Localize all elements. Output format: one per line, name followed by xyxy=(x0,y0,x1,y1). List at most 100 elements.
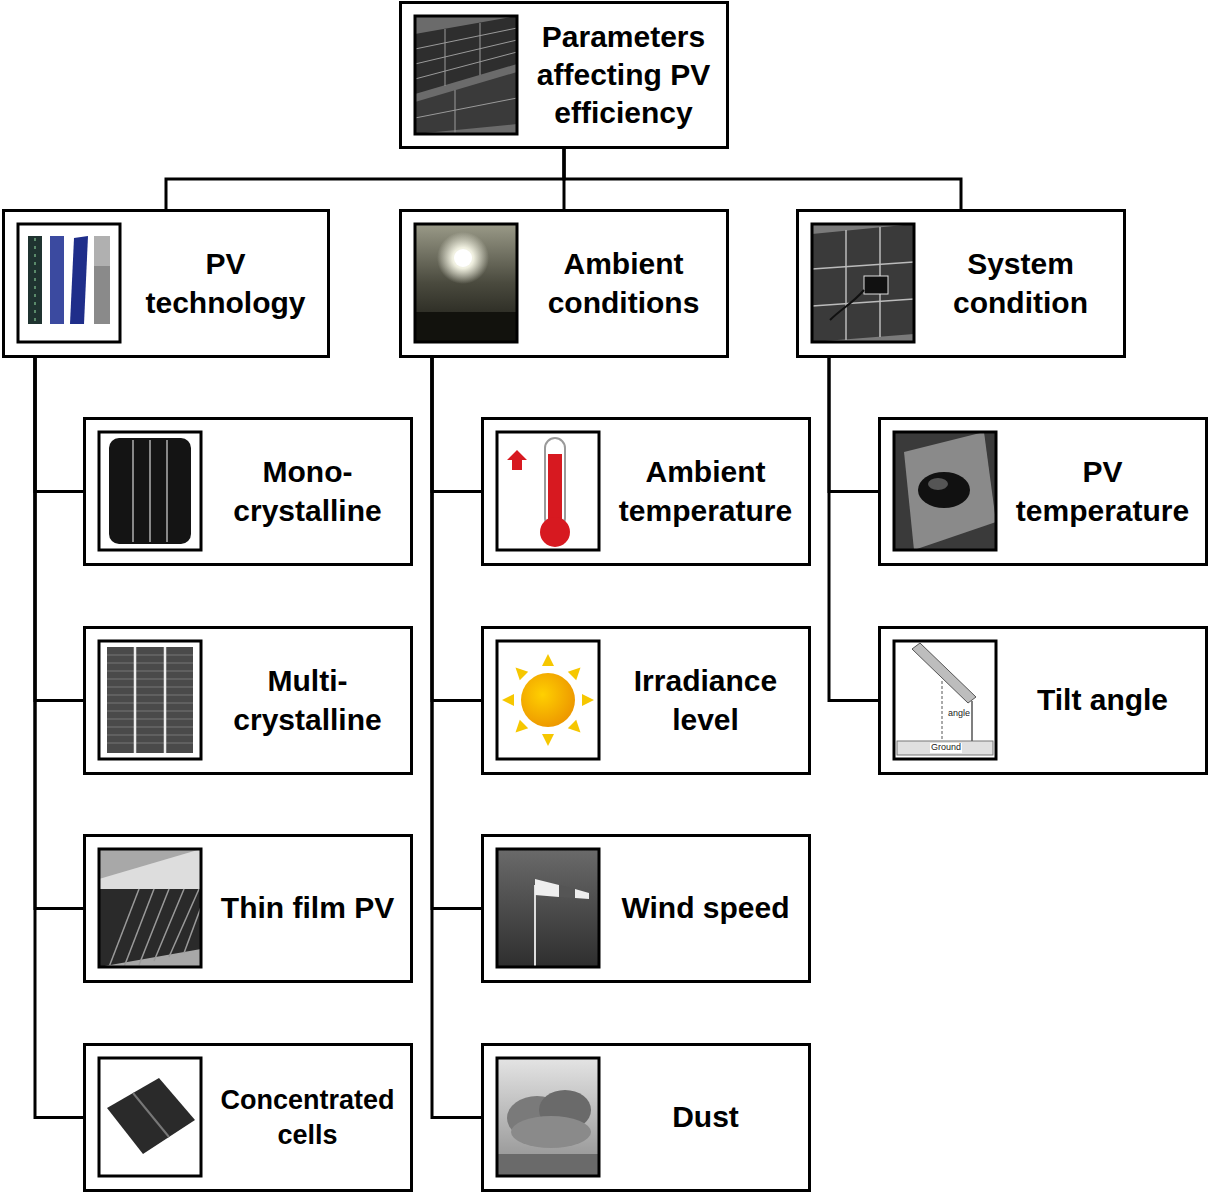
icon-shape xyxy=(812,224,914,342)
icon-label: Ground xyxy=(930,743,962,753)
icon-shape xyxy=(455,90,456,134)
concentrator-cell-icon xyxy=(99,1058,201,1176)
icon-shape xyxy=(502,654,594,746)
icon-shape xyxy=(454,249,472,267)
icon-shape xyxy=(535,879,559,897)
category-box: PV technology xyxy=(2,209,330,358)
icon-shape xyxy=(107,727,193,728)
icon-shape xyxy=(542,734,554,746)
icon-shape xyxy=(107,655,193,743)
text-area: System condition xyxy=(922,212,1119,355)
icon-shape xyxy=(107,655,193,656)
icon-shape xyxy=(415,312,517,342)
text-area: Wind speed xyxy=(607,837,804,980)
box-label: Parameters affecting PV efficiency xyxy=(525,18,722,132)
parameter-box: PV temperature xyxy=(878,417,1208,566)
icon-shape xyxy=(812,262,914,269)
box-label: Mono- crystalline xyxy=(209,453,406,529)
icon-shape xyxy=(497,849,599,967)
icon-shape xyxy=(894,432,996,550)
sun-icon xyxy=(497,641,599,759)
icon-shape xyxy=(107,663,193,664)
icon-shape xyxy=(897,741,993,755)
icon-shape xyxy=(812,224,914,342)
tree-connector xyxy=(432,358,481,701)
root-box: Parameters affecting PV efficiency xyxy=(399,1,729,149)
parameter-box: Wind speed xyxy=(481,834,811,983)
icon-shape xyxy=(50,236,64,324)
icon-shape xyxy=(497,849,599,967)
box-label: Ambient conditions xyxy=(525,245,722,321)
icon-shape xyxy=(34,238,36,322)
icon-shape xyxy=(99,432,201,550)
icon-shape xyxy=(582,694,594,706)
icon-shape xyxy=(99,1058,201,1176)
icon-shape xyxy=(894,641,996,759)
icon-shape xyxy=(812,299,914,306)
icon-shape xyxy=(70,236,88,324)
icon-shape xyxy=(107,703,193,704)
icon-shape xyxy=(497,641,599,759)
box-label: Multi- crystalline xyxy=(209,662,406,738)
icon-shape xyxy=(415,40,517,64)
icon-shape xyxy=(568,720,581,733)
icon-shape xyxy=(521,673,575,727)
icon-shape xyxy=(99,641,201,759)
icon-shape xyxy=(107,719,193,720)
box-label: PV temperature xyxy=(1004,453,1201,529)
icon-shape xyxy=(559,885,575,898)
category-box: Ambient conditions xyxy=(399,209,729,358)
icon-shape xyxy=(107,695,193,696)
icon-shape xyxy=(912,643,976,703)
mono-cell-icon xyxy=(99,432,201,550)
tree-connector xyxy=(35,358,83,1118)
icon-shape xyxy=(107,671,193,672)
windsock-icon xyxy=(497,849,599,967)
icon-shape xyxy=(99,889,201,967)
box-label: Irradiance level xyxy=(607,662,804,738)
icon-shape xyxy=(154,889,184,961)
text-area: Concentrated cells xyxy=(209,1046,406,1189)
icon-shape xyxy=(864,276,888,294)
text-area: Ambient temperature xyxy=(607,420,804,563)
text-area: Ambient conditions xyxy=(525,212,722,355)
solar-field-icon xyxy=(415,16,517,134)
tree-connector xyxy=(35,358,83,701)
icon-shape xyxy=(133,1093,169,1137)
tree-connector xyxy=(35,358,83,909)
icon-shape xyxy=(540,517,570,547)
icon-shape xyxy=(132,440,134,542)
icon-shape xyxy=(445,29,446,86)
tree-connector xyxy=(829,358,878,492)
icon-shape xyxy=(124,889,154,967)
icon-shape xyxy=(415,52,517,79)
box-label: Dust xyxy=(607,1098,804,1136)
icon-shape xyxy=(107,1078,195,1154)
hot-spot-icon xyxy=(894,432,996,550)
tree-connector xyxy=(166,149,564,209)
box-label: Ambient temperature xyxy=(607,453,804,529)
thin-film-icon xyxy=(99,849,201,967)
text-area: Parameters affecting PV efficiency xyxy=(525,4,722,146)
icon-shape xyxy=(415,98,517,118)
text-area: Dust xyxy=(607,1046,804,1189)
sky-icon xyxy=(415,224,517,342)
icon-shape xyxy=(904,432,996,550)
icon-shape xyxy=(107,711,193,712)
icon-shape xyxy=(415,28,517,49)
panel-meter-icon xyxy=(812,224,914,342)
icon-shape xyxy=(971,701,973,741)
icon-shape xyxy=(918,472,970,508)
parameter-box: Dust xyxy=(481,1043,811,1192)
tree-connector xyxy=(35,358,83,492)
text-area: Mono- crystalline xyxy=(209,420,406,563)
parameter-box: Tilt angle xyxy=(878,626,1208,775)
dust-storm-icon xyxy=(497,1058,599,1176)
parameter-box: Concentrated cells xyxy=(83,1043,413,1192)
icon-shape xyxy=(107,743,193,744)
icon-shape xyxy=(415,16,517,134)
pv-cells-icon xyxy=(18,224,120,342)
icon-shape xyxy=(516,720,529,733)
